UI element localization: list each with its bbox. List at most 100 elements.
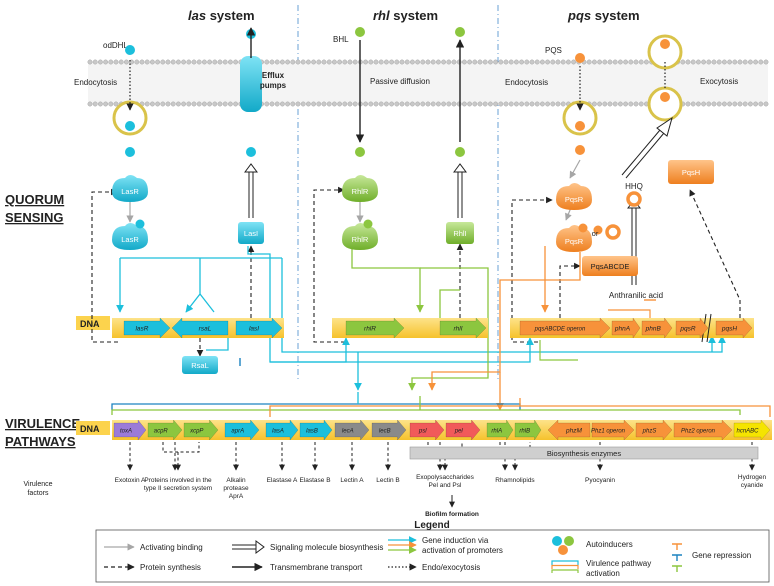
- arrow: [408, 267, 489, 391]
- rhl-virulence-bracket: [111, 409, 741, 415]
- protein-RhlR: [342, 175, 378, 202]
- factor-elastaseA: Elastase A: [267, 477, 298, 484]
- virulence-factors-title-1: Virulence: [23, 481, 52, 488]
- gene-hcnABC-label: hcnABC: [736, 429, 759, 435]
- legend-gene-induction-1: Gene induction via: [422, 536, 489, 545]
- protein-LasR: [112, 175, 148, 202]
- arrow: [608, 309, 651, 318]
- gene-aprA: [224, 419, 260, 441]
- gene-phzM-label: phzM: [565, 428, 582, 435]
- legend-signaling: Signaling molecule biosynthesis: [270, 543, 383, 552]
- protein-PqsABCDE-label: PqsABCDE: [591, 262, 630, 271]
- protein-PqsR-bound-label: PqsR: [565, 237, 584, 246]
- arrow: [569, 159, 581, 179]
- gene-phzS-label: phzS: [642, 429, 657, 435]
- gene-phzS: [635, 419, 673, 441]
- dna-label-qs: DNA: [80, 319, 100, 329]
- arrow: [199, 293, 215, 313]
- virulence-factors-title-2: factors: [27, 490, 49, 497]
- gene-lasA: [265, 419, 299, 441]
- factor-lectinA: Lectin A: [340, 477, 364, 484]
- las-virulence-bracket: [111, 403, 521, 410]
- PQS-label: PQS: [545, 46, 562, 55]
- gene-phnA: [611, 317, 641, 339]
- gene-rhlA-label: rhlA: [491, 429, 502, 435]
- virulence-label-2: PATHWAYS: [5, 434, 76, 449]
- gene-toxA: [113, 419, 147, 441]
- BHL-label: BHL: [333, 35, 349, 44]
- gene-Phz2-operon: [673, 419, 733, 441]
- arrow: [281, 258, 726, 353]
- proteins: LasRLasRRhlRRhlRPqsRPqsRLasIRsaLRhlIPqsH…: [112, 160, 714, 374]
- factor-secretion: type II secretion system: [144, 485, 212, 492]
- autoinducer: [455, 147, 465, 157]
- factor-pyocyanin: Pyocyanin: [585, 477, 615, 484]
- gene-pqsR-label: pqsR: [679, 326, 695, 333]
- protein-PqsR: [556, 183, 592, 210]
- gene-lecA-label: lecA: [342, 429, 354, 435]
- gene-lecB-label: lecB: [379, 429, 391, 435]
- autoinducer-in-vesicle: [575, 121, 585, 131]
- legend-box: [95, 529, 770, 583]
- legend-endo-exo: Endo/exocytosis: [422, 563, 480, 572]
- arrow: [270, 337, 534, 363]
- gene-Phz1-operon-label: Phz1 operon: [591, 429, 626, 435]
- gene-pqsH-label: pqsH: [721, 326, 737, 333]
- BHL-molecule: [355, 27, 365, 37]
- arrow: [185, 258, 201, 313]
- gene-pqsR: [675, 317, 709, 339]
- legend-repression: Gene repression: [692, 551, 751, 560]
- protein-PqsH-label: PqsH: [682, 168, 700, 177]
- exocytosis-label: Exocytosis: [700, 77, 738, 86]
- lasR-synthesis: [91, 188, 118, 343]
- protein-RsaL: [182, 356, 218, 374]
- quorum-label-1: QUORUM: [5, 192, 64, 207]
- autoinducer: [575, 145, 585, 155]
- gene-lasI: [235, 317, 283, 339]
- legend-activating: Activating binding: [140, 543, 203, 552]
- or-label: or: [592, 229, 599, 238]
- PQS-molecule: [575, 53, 585, 63]
- factor-lectinB: Lectin B: [376, 477, 400, 484]
- gene-psl: [409, 419, 445, 441]
- protein-RhlR-label: RhlR: [352, 187, 369, 196]
- gene-pqsH: [715, 317, 753, 339]
- quorum-label-2: SENSING: [5, 210, 64, 225]
- factor-hydrogen: Hydrogen: [738, 474, 767, 481]
- autoinducer: [246, 147, 256, 157]
- PqsH-conversion-arrow: [656, 116, 673, 137]
- gene-rsaL: [171, 317, 229, 339]
- factor-elastaseB: Elastase B: [299, 477, 330, 484]
- legend-repression-sample: [672, 565, 682, 572]
- gene-rhlB: [514, 419, 542, 441]
- factor-exotoxin: Exotoxin A: [115, 477, 146, 484]
- gene-hcnABC: [733, 419, 771, 441]
- odDHL-molecule: [125, 45, 135, 55]
- factor-exopoly: Exopolysaccharides: [416, 474, 475, 481]
- efflux-label-1: Efflux: [262, 71, 285, 80]
- factor-alkalin: AprA: [229, 493, 244, 500]
- gene-acpR: [147, 419, 183, 441]
- efflux-label-2: pumps: [260, 81, 287, 90]
- protein-RhlI-label: RhlI: [453, 229, 466, 238]
- pqs-title: pqs system: [567, 8, 640, 23]
- protein-PqsR-label: PqsR: [565, 195, 584, 204]
- gene-lasB-label: lasB: [306, 429, 318, 435]
- gene-lasA-label: lasA: [272, 429, 284, 435]
- rhlR-synthesis: [313, 186, 345, 343]
- gene-aprA-label: aprA: [231, 429, 244, 435]
- gene-pqsABCDE-label: pqsABCDE operon: [534, 327, 586, 333]
- factor-hydrogen: cyanide: [741, 482, 764, 489]
- legend-protein-synth: Protein synthesis: [140, 563, 201, 572]
- arrow: [247, 246, 350, 363]
- factor-alkalin: protease: [223, 485, 249, 492]
- factor-alkalin: Alkalin: [226, 477, 246, 484]
- rhlI-biosynthesis: [453, 163, 467, 173]
- autoinducer: [355, 147, 365, 157]
- PQS-ring: [605, 224, 621, 240]
- rhl-title: rhl system: [373, 8, 438, 23]
- gene-acpR-label: acpR: [154, 429, 169, 435]
